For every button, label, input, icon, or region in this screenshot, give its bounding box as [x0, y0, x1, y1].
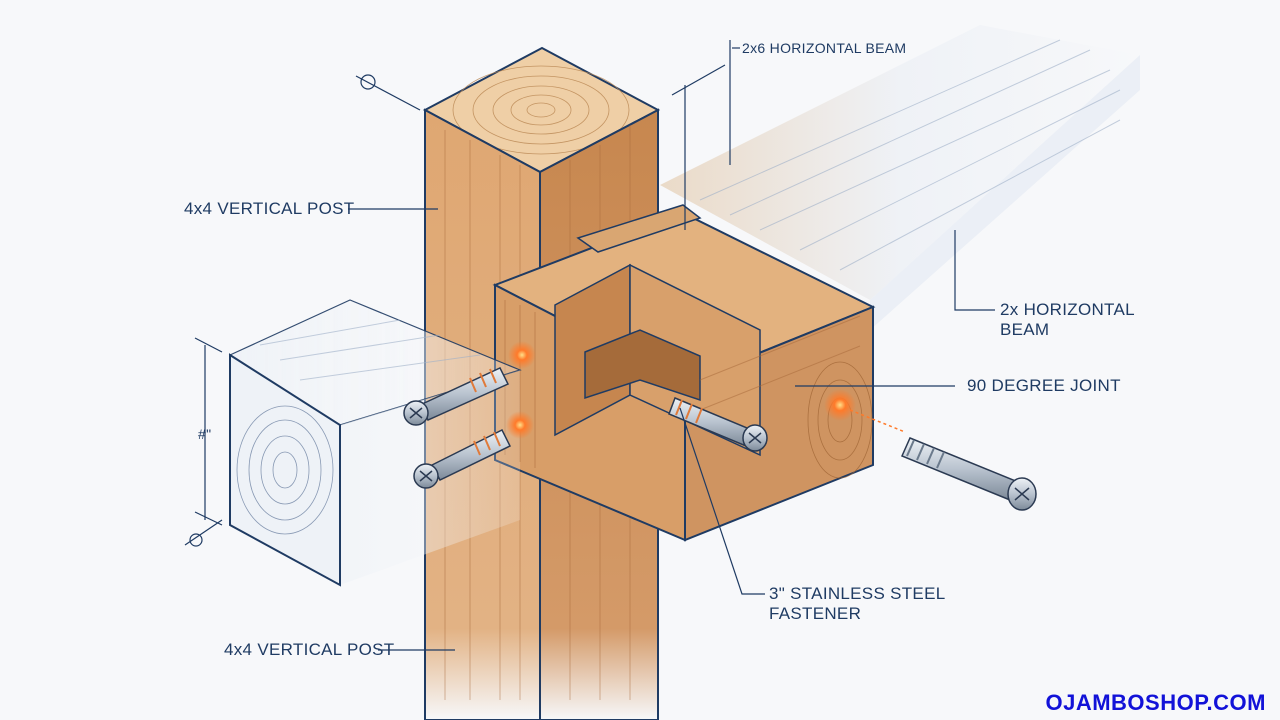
label-post-lower: 4x4 VERTICAL POST [224, 640, 395, 659]
label-beam-right: 2x HORIZONTAL BEAM [1000, 300, 1135, 340]
fastener-right [824, 389, 1037, 511]
label-fastener-line1: 3" STAINLESS STEEL [769, 584, 946, 603]
label-fastener: 3" STAINLESS STEEL FASTENER [769, 584, 945, 624]
ghost-post-end [228, 299, 522, 587]
label-fastener-line2: FASTENER [769, 604, 862, 623]
leader-lines [348, 40, 995, 651]
horizontal-beam-extension [660, 25, 1140, 330]
fastener-center [668, 397, 768, 452]
dimension-line [184, 337, 223, 547]
reference-marker [355, 74, 421, 111]
brand-watermark[interactable]: OJAMBOSHOP.COM [1045, 690, 1266, 715]
joint-block [492, 204, 876, 542]
fastener-lower-left [413, 411, 534, 489]
label-beam-right-line1: 2x HORIZONTAL [1000, 300, 1135, 319]
label-beam-right-line2: BEAM [1000, 320, 1050, 339]
label-post-upper: 4x4 VERTICAL POST [184, 199, 355, 218]
label-top-beam: 2x6 HORIZONTAL BEAM [742, 40, 907, 56]
label-joint: 90 DEGREE JOINT [967, 376, 1121, 395]
fastener-upper-left [403, 341, 536, 426]
label-dimension: #" [198, 426, 212, 442]
